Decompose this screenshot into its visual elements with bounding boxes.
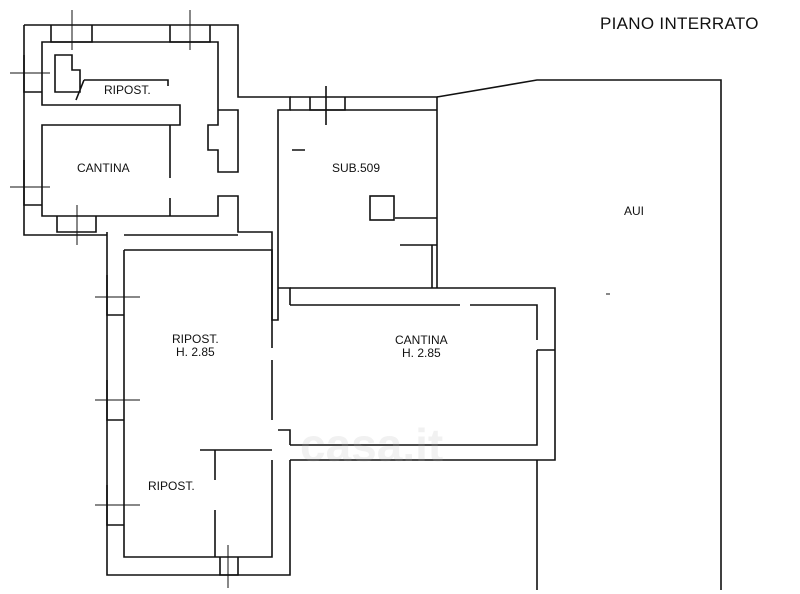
window xyxy=(309,86,346,125)
wall-ripost-stair xyxy=(54,54,169,101)
wall-top-left-outer-box xyxy=(23,25,238,236)
room-label-ripost-middle: RIPOST. H. 2.85 xyxy=(172,333,219,359)
room-height: H. 2.85 xyxy=(175,345,215,359)
room-label-cantina-top: CANTINA xyxy=(77,161,130,175)
plan-title: PIANO INTERRATO xyxy=(600,14,759,33)
room-name: RIPOST. xyxy=(172,332,219,346)
watermark: casa.it xyxy=(300,419,444,471)
window xyxy=(106,275,239,576)
room-label-sub509: SUB.509 xyxy=(332,161,381,175)
room-name: CANTINA xyxy=(395,333,448,347)
wall-lower-left xyxy=(106,232,291,576)
wall-aui xyxy=(436,79,722,590)
room-label-ripost-bottom: RIPOST. xyxy=(148,479,195,493)
wall-cantina-lower xyxy=(278,287,556,461)
window xyxy=(23,25,211,233)
room-height: H. 2.85 xyxy=(401,346,441,360)
room-label-cantina-lower: CANTINA H. 2.85 xyxy=(395,334,448,360)
wall-sub509 xyxy=(278,96,438,305)
wall-top-left-outer xyxy=(24,24,291,321)
room-label-aui: AUI xyxy=(624,204,645,218)
room-label-ripost-top: RIPOST. xyxy=(104,83,151,97)
